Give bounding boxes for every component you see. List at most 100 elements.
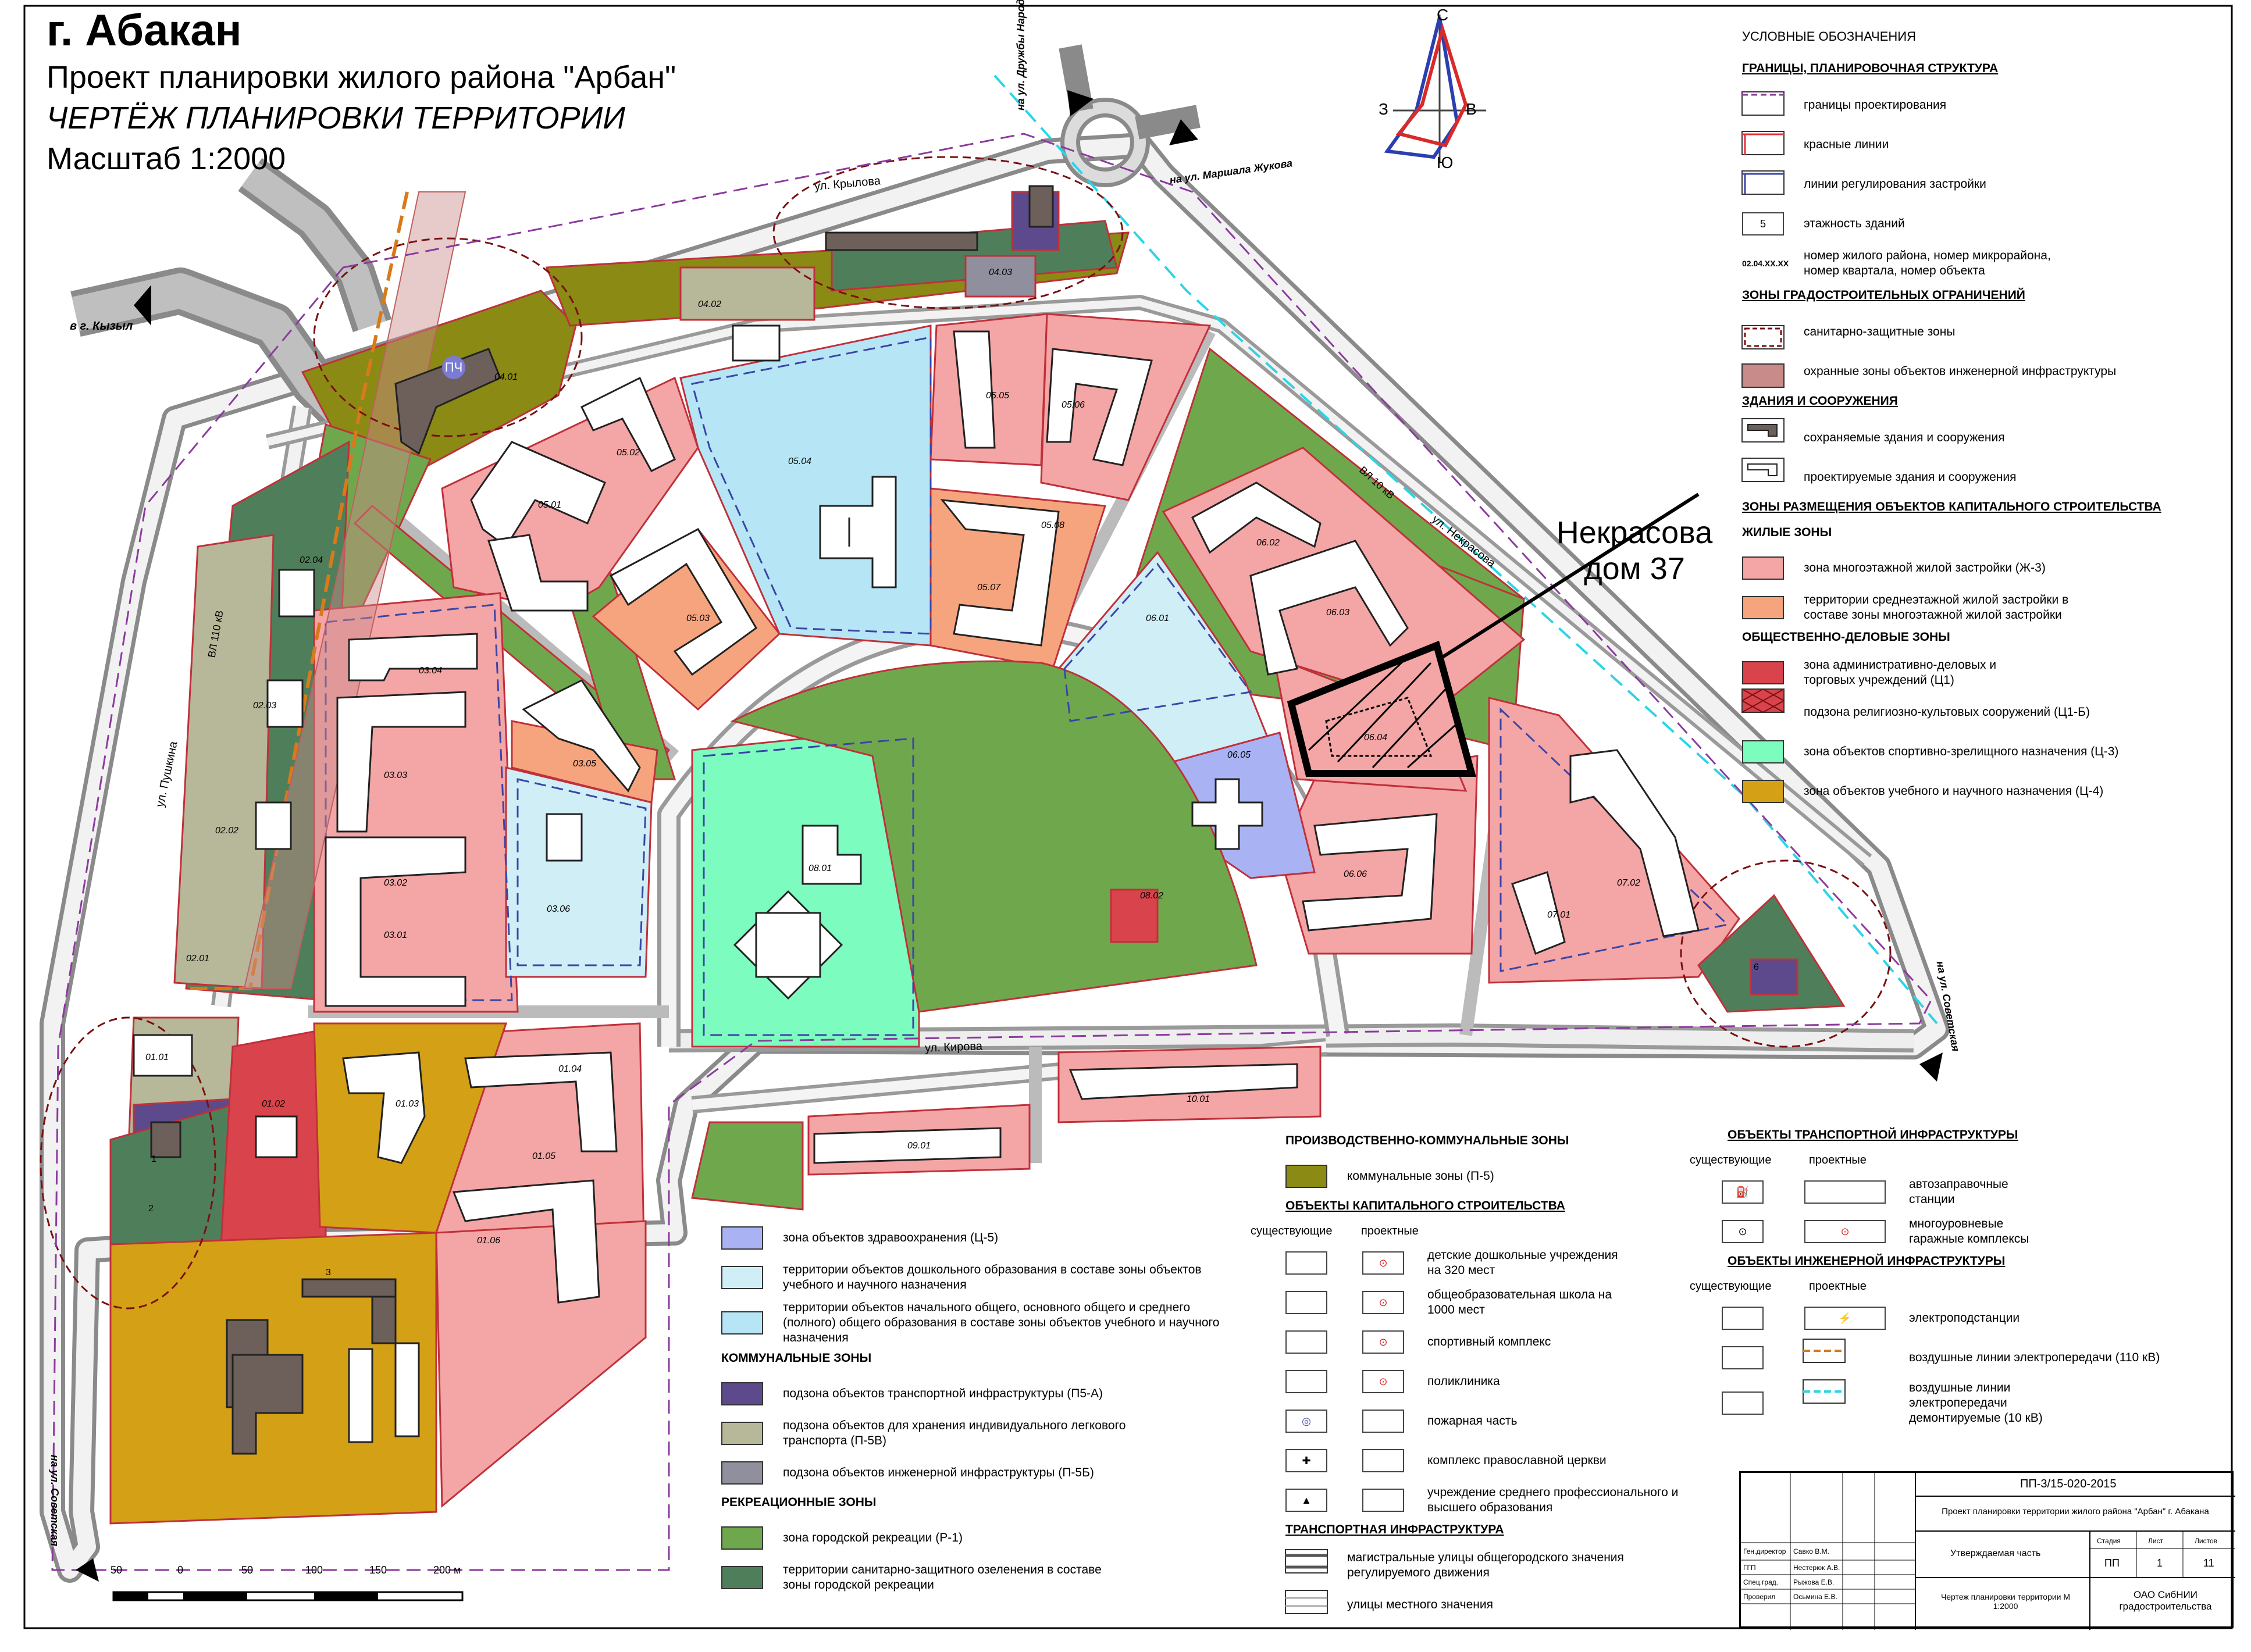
scale-label-2: 0 bbox=[177, 1564, 184, 1576]
church-existing-icon: ✚ bbox=[1285, 1449, 1327, 1472]
block-0102: 01.02 bbox=[262, 1099, 286, 1109]
church-planned-icon bbox=[1362, 1449, 1404, 1472]
vl10-legend-icon bbox=[1804, 1391, 1886, 1415]
compass-rose bbox=[1384, 15, 1486, 163]
legend-main-streets: магистральные улицы общегородского значе… bbox=[1347, 1551, 1624, 1579]
legend-p5a: подзона объектов транспортной инфраструк… bbox=[783, 1387, 1103, 1400]
annotation-label: Некрасова дом 37 bbox=[1547, 515, 1722, 587]
project-boundary bbox=[51, 133, 1932, 1571]
direction-arrows bbox=[76, 90, 1943, 1582]
legend-sanitary: санитарно-защитные зоны bbox=[1804, 325, 1956, 338]
c1-swatch-icon bbox=[1742, 661, 1784, 684]
legend-red-lines: красные линии bbox=[1804, 138, 1889, 151]
block-0202: 02.02 bbox=[215, 826, 239, 836]
vl110-line bbox=[186, 191, 409, 990]
stamp-org: ОАО СибНИИ градостроительства bbox=[2119, 1589, 2212, 1612]
legend-h-recreation: РЕКРЕАЦИОННЫЕ ЗОНЫ bbox=[721, 1496, 877, 1509]
block-0402: 04.02 bbox=[698, 299, 722, 309]
direction-kyzyl: в г. Кызыл bbox=[70, 320, 133, 333]
p5-swatch-icon bbox=[1285, 1165, 1327, 1188]
zone-c1b-08-02 bbox=[1110, 889, 1159, 943]
legend-fire: пожарная часть bbox=[1427, 1414, 1518, 1428]
sanitary-circles bbox=[40, 156, 1892, 1310]
annotation-leader bbox=[1441, 493, 1700, 659]
legend-h-industrial: ПРОИЗВОДСТВЕННО-КОММУНАЛЬНЫЕ ЗОНЫ bbox=[1285, 1134, 1569, 1147]
design-boundary-icon bbox=[1742, 94, 1784, 117]
legend-midrise: территории среднеэтажной жилой застройки… bbox=[1804, 593, 2069, 622]
block-0602: 06.02 bbox=[1256, 538, 1280, 548]
legend-preschool: территории объектов дошкольного образова… bbox=[783, 1263, 1202, 1291]
clinic-planned-icon: ⊙ bbox=[1362, 1370, 1404, 1393]
scale-label-4: 100 bbox=[305, 1564, 323, 1576]
legend-h-boundaries: ГРАНИЦЫ, ПЛАНИРОВОЧНАЯ СТРУКТУРА bbox=[1742, 62, 1999, 75]
scale-label-1: 50 bbox=[111, 1564, 123, 1576]
zone-zh3-01-05 bbox=[435, 1220, 647, 1508]
legend-local-streets: улицы местного значения bbox=[1347, 1598, 1493, 1611]
legend-h-buildings: ЗДАНИЯ И СООРУЖЕНИЯ bbox=[1742, 394, 1898, 408]
col-planned: проектные bbox=[1361, 1225, 1419, 1237]
p5v-swatch-icon bbox=[721, 1422, 763, 1445]
legend-c1b: подзона религиозно-культовых сооружений … bbox=[1804, 705, 2090, 719]
legend-vl110: воздушные линии электропередачи (110 кВ) bbox=[1909, 1351, 2160, 1364]
scale-label-3: 50 bbox=[241, 1564, 254, 1576]
block-0501: 05.01 bbox=[538, 500, 562, 510]
block-1001: 10.01 bbox=[1187, 1094, 1210, 1104]
title-stamp: ПП-3/15-020-2015 Проект планировки терри… bbox=[1739, 1471, 2235, 1630]
legend-r1: зона городской рекреации (Р-1) bbox=[783, 1531, 963, 1544]
block-0305: 03.05 bbox=[573, 759, 597, 769]
stamp-sheets-h: Листов bbox=[2195, 1537, 2217, 1545]
legend-h-public: ОБЩЕСТВЕННО-ДЕЛОВЫЕ ЗОНЫ bbox=[1742, 630, 1950, 644]
col-existing: существующие bbox=[1251, 1225, 1333, 1237]
legend-floors: этажность зданий bbox=[1804, 217, 1905, 230]
parking-planned-icon: ⊙ bbox=[1804, 1220, 1886, 1243]
city-title: г. Абакан bbox=[47, 6, 242, 55]
legend-h-transport: ТРАНСПОРТНАЯ ИНФРАСТРУКТУРА bbox=[1285, 1523, 1504, 1536]
direction-sovetskaya-left: на ул. Советская bbox=[49, 1454, 61, 1547]
stamp-grid bbox=[1741, 1473, 2235, 1630]
block-0106: 01.06 bbox=[477, 1236, 501, 1246]
legend-p5: коммунальные зоны (П-5) bbox=[1347, 1169, 1494, 1183]
block-0203: 02.03 bbox=[253, 701, 277, 711]
substation-existing-icon bbox=[1722, 1307, 1764, 1330]
compass-w: З bbox=[1379, 100, 1388, 118]
sanitary-zone-icon bbox=[1742, 320, 1784, 344]
c4-swatch-icon bbox=[1742, 780, 1784, 803]
block-0301: 03.01 bbox=[384, 930, 408, 940]
floors-icon: 5 bbox=[1742, 212, 1784, 236]
vl110-existing-icon bbox=[1722, 1346, 1764, 1369]
scale-title: Масштаб 1:2000 bbox=[47, 141, 286, 176]
legend-h-capital: ЗОНЫ РАЗМЕЩЕНИЯ ОБЪЕКТОВ КАПИТАЛЬНОГО СТ… bbox=[1742, 500, 2161, 513]
block-0104: 01.04 bbox=[558, 1064, 582, 1074]
highlight-nekrasova-37 bbox=[1287, 640, 1476, 777]
legend-design-boundary: границы проектирования bbox=[1804, 98, 1947, 112]
legend-h-engineering: ОБЪЕКТЫ ИНЖЕНЕРНОЙ ИНФРАСТРУКТУРЫ bbox=[1728, 1254, 2006, 1268]
annotation-line1: Некрасова bbox=[1556, 515, 1713, 550]
scale-label-6: 200 м bbox=[433, 1564, 461, 1576]
legend-h-transport-objects: ОБЪЕКТЫ ТРАНСПОРТНОЙ ИНФРАСТРУКТУРЫ bbox=[1728, 1128, 2018, 1141]
block-0403: 04.03 bbox=[989, 267, 1013, 277]
legend-vl10: воздушные линии электропередачи демонтир… bbox=[1909, 1381, 2043, 1425]
clinic-building bbox=[1191, 778, 1263, 850]
sport-existing-icon bbox=[1285, 1330, 1327, 1354]
school-existing-icon bbox=[1285, 1291, 1327, 1314]
block-0801: 08.01 bbox=[808, 864, 832, 873]
block-0303: 03.03 bbox=[384, 770, 408, 780]
college-planned-icon bbox=[1362, 1489, 1404, 1512]
r1-swatch-icon bbox=[721, 1526, 763, 1550]
block-0101: 01.01 bbox=[145, 1052, 169, 1062]
block-0701: 07.01 bbox=[1547, 910, 1571, 920]
c5-swatch-icon bbox=[721, 1226, 763, 1250]
protected-zone-icon bbox=[1742, 360, 1784, 383]
legend-c4: зона объектов учебного и научного назнач… bbox=[1804, 784, 2104, 798]
college-existing-icon: ▲ bbox=[1285, 1489, 1327, 1512]
compass-s: Ю bbox=[1437, 154, 1454, 172]
stamp-approved: Утверждаемая часть bbox=[1950, 1548, 2041, 1558]
legend-school-obj: общеобразовательная школа на 1000 мест bbox=[1427, 1288, 1612, 1316]
legend-mid: ПРОИЗВОДСТВЕННО-КОММУНАЛЬНЫЕ ЗОНЫ коммун… bbox=[1251, 1134, 1722, 1628]
stamp-stage-h: Стадия bbox=[2097, 1537, 2121, 1545]
scale-label-5: 150 bbox=[369, 1564, 387, 1576]
direction-druzhby: на ул. Дружбы Народов bbox=[1015, 0, 1027, 110]
compass-n: С bbox=[1437, 6, 1449, 24]
block-0802: 08.02 bbox=[1140, 891, 1164, 901]
legend-building-lines: линии регулирования застройки bbox=[1804, 177, 1986, 191]
